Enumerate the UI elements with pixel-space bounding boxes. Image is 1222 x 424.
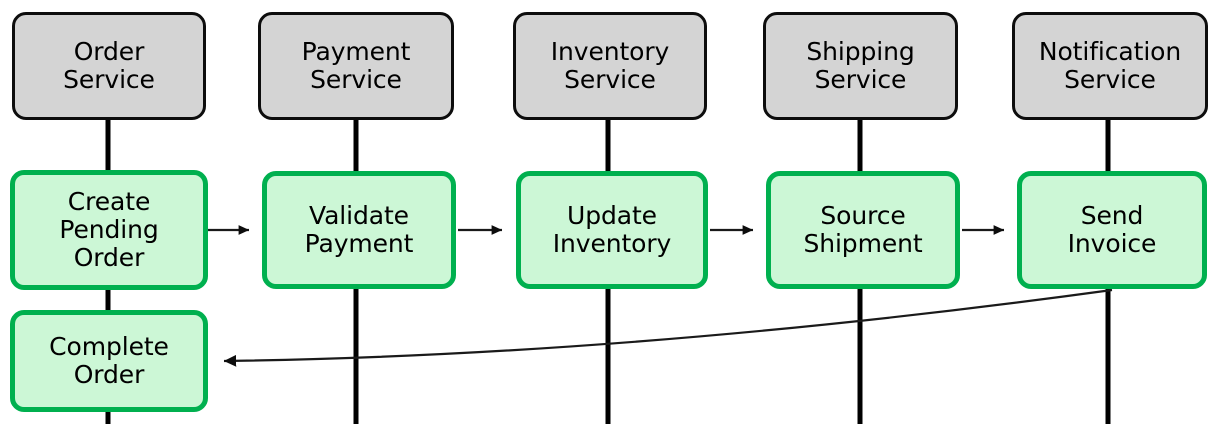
activity-validate-payment[interactable]: Validate Payment [262,171,456,289]
activity-send-invoice-label: Send Invoice [1067,201,1157,258]
service-header-payment[interactable]: Payment Service [258,12,454,120]
activity-create-pending-order[interactable]: Create Pending Order [10,170,208,290]
service-header-shipping-label: Shipping Service [806,37,915,94]
service-header-shipping[interactable]: Shipping Service [763,12,958,120]
service-header-order-label: Order Service [63,37,155,94]
activity-create-pending-order-label: Create Pending Order [59,187,159,272]
service-header-inventory[interactable]: Inventory Service [513,12,707,120]
service-header-order[interactable]: Order Service [12,12,206,120]
activity-validate-payment-label: Validate Payment [304,201,414,258]
activity-complete-order[interactable]: Complete Order [10,310,208,412]
service-header-inventory-label: Inventory Service [550,37,670,94]
activity-send-invoice[interactable]: Send Invoice [1017,171,1207,289]
activity-update-inventory-label: Update Inventory [552,201,672,258]
activity-source-shipment[interactable]: Source Shipment [766,171,960,289]
edge-send-invoice-to-complete-order [223,288,1113,367]
service-header-notification-label: Notification Service [1038,37,1182,94]
activity-complete-order-label: Complete Order [49,332,169,389]
service-header-notification[interactable]: Notification Service [1012,12,1208,120]
activity-source-shipment-label: Source Shipment [803,201,923,258]
activity-update-inventory[interactable]: Update Inventory [516,171,708,289]
service-header-payment-label: Payment Service [301,37,411,94]
